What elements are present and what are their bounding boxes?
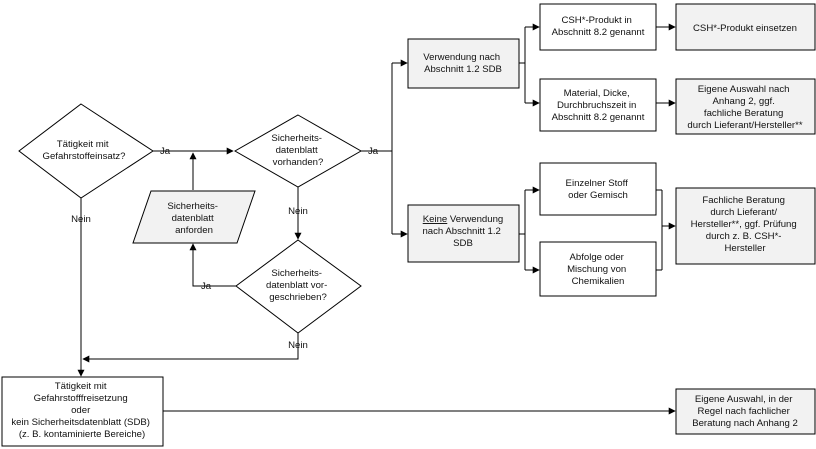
box-csh-einsetzen bbox=[675, 3, 816, 51]
label-ja-d1: Ja bbox=[160, 146, 171, 157]
box-fachliche-beratung bbox=[675, 187, 816, 265]
box-keine-verwendung bbox=[407, 204, 520, 263]
arrow-d3-release bbox=[82, 333, 299, 363]
box-eigene-auswahl-final bbox=[675, 388, 816, 435]
text-material: Material, Dicke, Durchbruchszeit in Absc… bbox=[552, 88, 645, 123]
text-use: Verwendung nach Abschnitt 1.2 SDB bbox=[423, 52, 502, 75]
text-d3: Sicherheits- datenblatt vor- geschrieben… bbox=[266, 268, 330, 303]
text-csh: CSH*-Produkt in Abschnitt 8.2 genannt bbox=[552, 15, 645, 38]
text-advice: Fachliche Beratung durch Lieferant/ Hers… bbox=[691, 195, 800, 254]
io-sdb-anfordern bbox=[132, 190, 256, 244]
text-csh-use: CSH*-Produkt einsetzen bbox=[693, 23, 797, 34]
text-nouse-rest: nach Abschnitt 1.2 SDB bbox=[422, 226, 503, 249]
box-einzelner-stoff bbox=[539, 162, 657, 216]
branch-labels: Ja Ja Ja Nein Nein Nein bbox=[71, 146, 379, 351]
text-release: Tätigkeit mit Gefahrstofffreisetzung ode… bbox=[11, 381, 152, 440]
box-abfolge bbox=[539, 241, 657, 297]
text-sequence: Abfolge oder Mischung von Chemikalien bbox=[567, 252, 629, 287]
text-own-final: Eigene Auswahl, in der Regel nach fachli… bbox=[692, 394, 798, 429]
box-freisetzung bbox=[1, 376, 164, 447]
label-nein-d3: Nein bbox=[288, 340, 308, 351]
decision-gefahrstoffeinsatz bbox=[18, 103, 154, 199]
text-single: Einzelner Stoff oder Gemisch bbox=[566, 178, 631, 201]
decision-sdb-vorgeschrieben bbox=[235, 239, 362, 334]
text-para: Sicherheits- datenblatt anforden bbox=[167, 201, 220, 236]
box-csh-produkt bbox=[539, 3, 657, 51]
text-d1: Tätigkeit mit Gefahrstoffeinsatz? bbox=[42, 139, 125, 162]
label-nein-d1: Nein bbox=[71, 214, 91, 225]
box-material bbox=[539, 78, 657, 132]
connectors bbox=[77, 23, 676, 415]
box-eigene-auswahl bbox=[675, 78, 816, 135]
label-ja-d2: Ja bbox=[368, 146, 379, 157]
box-verwendung bbox=[407, 38, 520, 89]
label-nein-d2: Nein bbox=[288, 206, 308, 217]
arrow-d3-para bbox=[189, 243, 236, 287]
text-nouse-line1: Keine Verwendung bbox=[423, 214, 504, 225]
text-own-choice: Eigene Auswahl nach Anhang 2, ggf. fachl… bbox=[687, 84, 802, 131]
decision-sdb-vorhanden bbox=[233, 114, 363, 188]
shapes bbox=[1, 3, 816, 447]
label-ja-d3: Ja bbox=[201, 281, 212, 292]
text-d2: Sicherheits- datenblatt vorhanden? bbox=[271, 133, 324, 168]
node-texts: Tätigkeit mit Gefahrstoffeinsatz? Sicher… bbox=[11, 15, 803, 440]
